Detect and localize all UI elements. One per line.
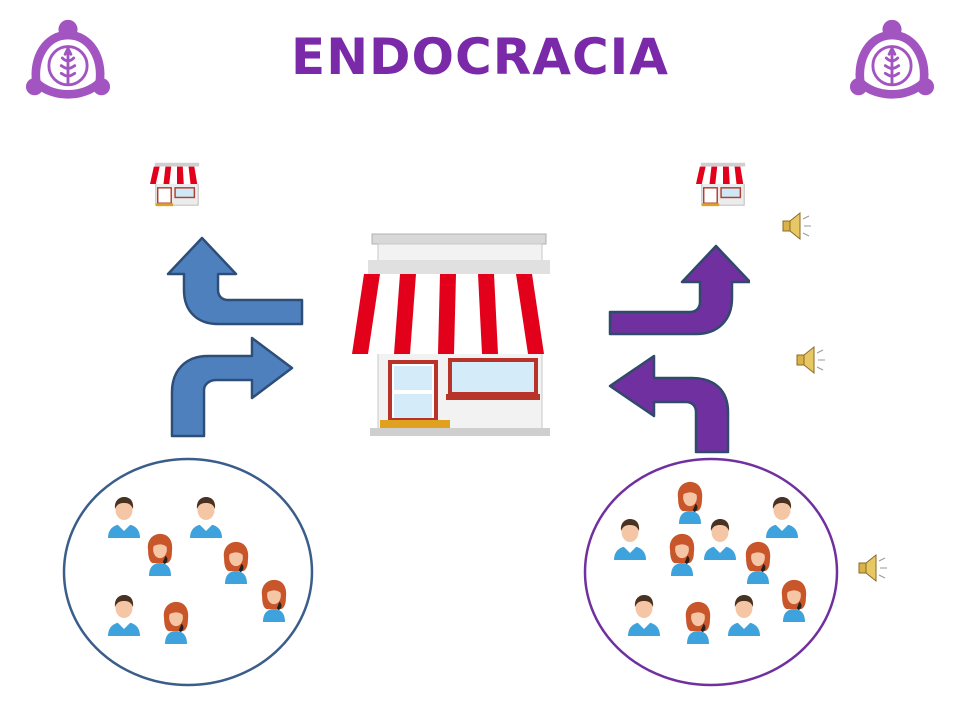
arrow-left-down-purple-icon — [608, 354, 730, 454]
arrow-up-left-icon — [166, 236, 304, 326]
arrow-right-up-icon — [170, 336, 294, 438]
person-man-icon — [104, 494, 144, 538]
person-woman-icon — [144, 532, 176, 576]
person-man-icon — [186, 494, 226, 538]
person-woman-icon — [220, 540, 252, 584]
person-man-icon — [700, 516, 740, 560]
person-woman-icon — [742, 540, 774, 584]
logo-right-icon — [846, 16, 938, 102]
logo-left-icon — [22, 16, 114, 102]
arrow-right-up-purple-icon — [608, 244, 750, 336]
person-woman-icon — [682, 600, 714, 644]
central-store-icon — [350, 233, 568, 436]
person-man-icon — [762, 494, 802, 538]
person-man-icon — [724, 592, 764, 636]
right-group-circle — [583, 457, 839, 687]
small-store-right-icon — [696, 158, 750, 208]
person-woman-icon — [258, 578, 290, 622]
person-woman-icon — [666, 532, 698, 576]
small-store-left-icon — [150, 158, 204, 208]
person-woman-icon — [778, 578, 810, 622]
speaker-icon-3[interactable] — [856, 552, 888, 584]
person-man-icon — [610, 516, 650, 560]
speaker-icon-2[interactable] — [794, 344, 826, 376]
person-man-icon — [104, 592, 144, 636]
page-title: ENDOCRACIA — [291, 28, 669, 86]
left-group-circle — [62, 457, 314, 687]
person-woman-icon — [160, 600, 192, 644]
speaker-icon-1[interactable] — [780, 210, 812, 242]
person-man-icon — [624, 592, 664, 636]
